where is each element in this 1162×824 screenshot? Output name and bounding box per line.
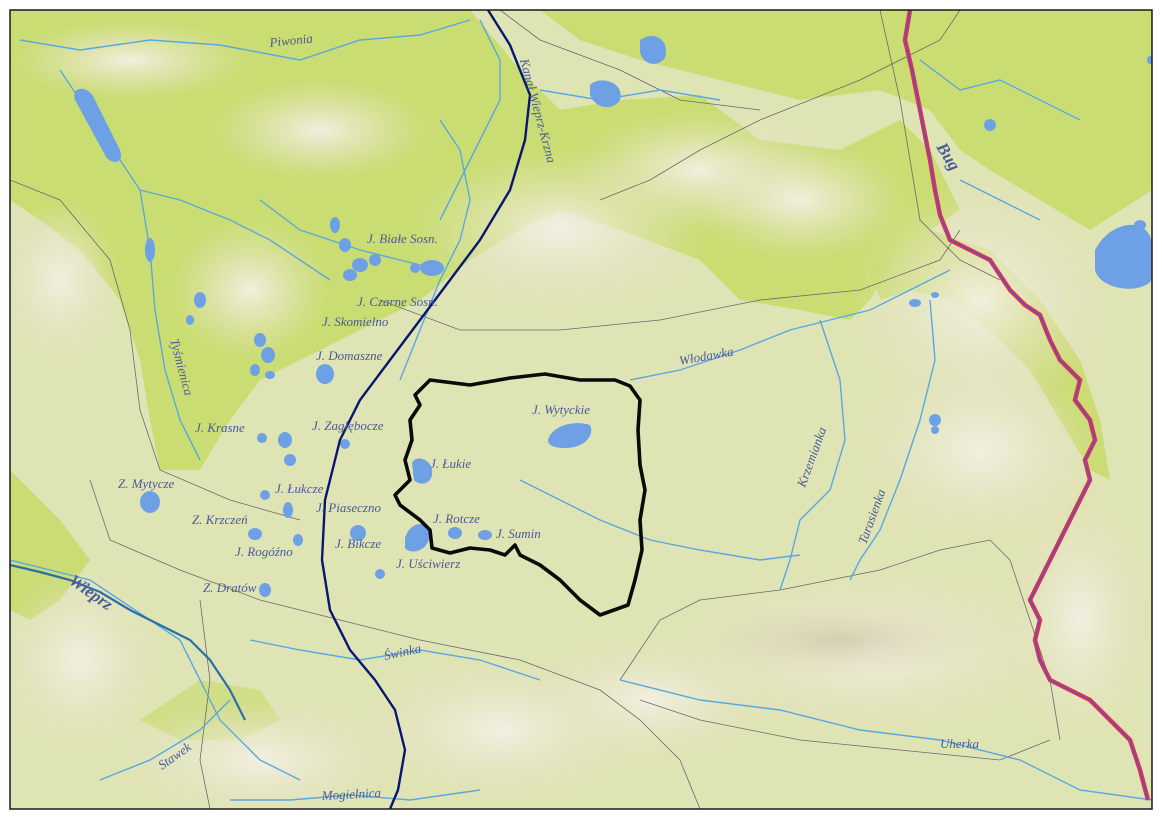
lake-label: J. Rogóźno [235, 544, 293, 559]
study-area-outline [393, 372, 647, 617]
wlodawka-river [629, 269, 951, 381]
river-label: Mogielnica [320, 785, 381, 803]
lake-label: J. Domaszne [316, 348, 383, 363]
river-label: Uherka [940, 736, 979, 751]
lake-label: J. Krasne [195, 420, 245, 435]
lake-label: J. Sumin [496, 526, 541, 541]
lake-label: J. Piaseczno [316, 500, 381, 515]
lake-label: Z. Mytycze [118, 476, 175, 491]
wieprz-main-river [10, 563, 246, 721]
uherka-river [619, 679, 1152, 801]
tarasienka-river [849, 299, 936, 581]
lake-label: Z. Krzczeń [192, 512, 248, 527]
lake-label: J. Bikcze [335, 536, 381, 551]
lake-label: J. Skomielno [322, 314, 389, 329]
lake-label: J. Łukcze [275, 481, 324, 496]
stawek-river [99, 699, 231, 781]
lake-label: Z. Dratów [203, 580, 257, 595]
piwonia-river [19, 19, 471, 61]
lakes [74, 36, 1152, 597]
lake-shape [74, 88, 122, 162]
lake-label: J. Czarne Sosn. [357, 294, 438, 309]
river-label: Piwonia [268, 30, 314, 50]
relief-shading [10, 20, 1150, 809]
canal-wieprz-krzna [320, 10, 532, 809]
map-frame-border [9, 9, 1153, 810]
swinka-river [249, 639, 541, 681]
mogielnica-river [230, 789, 481, 801]
lake-label: J. Zagłębocze [312, 418, 384, 433]
lake-label: J. Rotcze [433, 511, 480, 526]
lake-label: J. Uściwierz [396, 556, 460, 571]
wieprz-river [10, 559, 301, 781]
lake-label: J. Białe Sosn. [367, 231, 438, 246]
lake-label: J. Łukie [430, 456, 471, 471]
krzemianka-river [779, 319, 846, 591]
lake-labels: J. Białe Sosn. J. Czarne Sosn. J. Skomie… [118, 231, 590, 595]
bug-river-core [904, 10, 1149, 801]
lake-label: J. Wytyckie [532, 402, 590, 417]
